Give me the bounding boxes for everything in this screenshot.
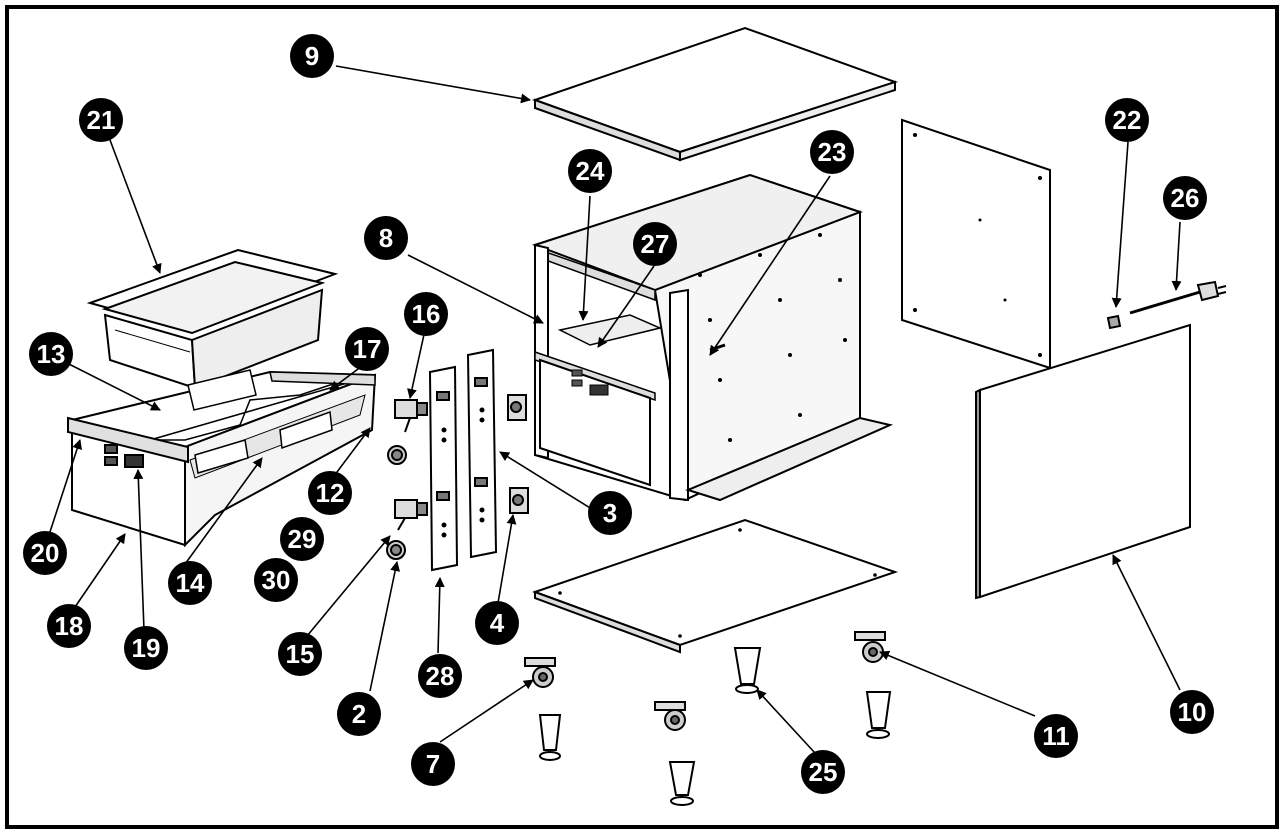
callout-2: 2 [337, 692, 381, 736]
callout-15: 15 [278, 632, 322, 676]
drawer-assembly [67, 369, 377, 548]
svg-text:18: 18 [55, 611, 84, 641]
svg-text:14: 14 [176, 568, 205, 598]
switch-group [386, 399, 428, 560]
control-panel-28 [428, 365, 459, 572]
callout-29: 29 [280, 517, 324, 561]
caster-wheels [524, 631, 886, 731]
bottom-panel [532, 518, 899, 654]
svg-text:12: 12 [316, 478, 345, 508]
svg-text:24: 24 [576, 156, 605, 186]
leader-lines [47, 65, 1182, 754]
callout-28: 28 [418, 654, 462, 698]
svg-text:8: 8 [379, 223, 393, 253]
steam-pan [86, 248, 339, 390]
callout-8: 8 [364, 216, 408, 260]
callout-10: 10 [1170, 690, 1214, 734]
adjustable-feet [538, 647, 892, 806]
svg-text:10: 10 [1178, 697, 1207, 727]
svg-text:20: 20 [31, 538, 60, 568]
callout-25: 25 [801, 750, 845, 794]
svg-text:25: 25 [809, 757, 838, 787]
svg-text:3: 3 [603, 498, 617, 528]
callout-22: 22 [1105, 98, 1149, 142]
top-panel [531, 26, 899, 162]
control-panel-3 [466, 348, 498, 559]
callout-14: 14 [168, 561, 212, 605]
callout-16: 16 [404, 292, 448, 336]
svg-text:29: 29 [288, 524, 317, 554]
svg-text:19: 19 [132, 633, 161, 663]
callout-27: 27 [633, 222, 677, 266]
svg-text:27: 27 [641, 229, 670, 259]
callout-7: 7 [411, 742, 455, 786]
svg-text:26: 26 [1171, 183, 1200, 213]
callout-24: 24 [568, 149, 612, 193]
svg-text:22: 22 [1113, 105, 1142, 135]
cord-and-nut [1106, 280, 1227, 330]
callout-21: 21 [79, 98, 123, 142]
svg-text:7: 7 [426, 749, 440, 779]
svg-text:16: 16 [412, 299, 441, 329]
svg-text:13: 13 [37, 339, 66, 369]
callout-23: 23 [810, 130, 854, 174]
svg-text:15: 15 [286, 639, 315, 669]
callout-11: 11 [1034, 714, 1078, 758]
svg-text:17: 17 [353, 334, 382, 364]
side-panel-10 [975, 323, 1191, 600]
callout-19: 19 [124, 626, 168, 670]
cabinet-frame [531, 173, 894, 502]
svg-text:30: 30 [262, 565, 291, 595]
svg-text:21: 21 [87, 105, 116, 135]
svg-text:28: 28 [426, 661, 455, 691]
callout-9: 9 [290, 34, 334, 78]
callout-3: 3 [588, 491, 632, 535]
callout-13: 13 [29, 332, 73, 376]
callout-20: 20 [23, 531, 67, 575]
callout-18: 18 [47, 604, 91, 648]
svg-text:11: 11 [1042, 721, 1070, 751]
callout-17: 17 [345, 327, 389, 371]
svg-text:4: 4 [490, 608, 505, 638]
callout-12: 12 [308, 471, 352, 515]
svg-text:23: 23 [818, 137, 847, 167]
terminal-blocks [507, 394, 529, 514]
svg-text:9: 9 [305, 41, 319, 71]
callout-30: 30 [254, 558, 298, 602]
callout-4: 4 [475, 601, 519, 645]
callout-26: 26 [1163, 176, 1207, 220]
svg-text:2: 2 [352, 699, 366, 729]
